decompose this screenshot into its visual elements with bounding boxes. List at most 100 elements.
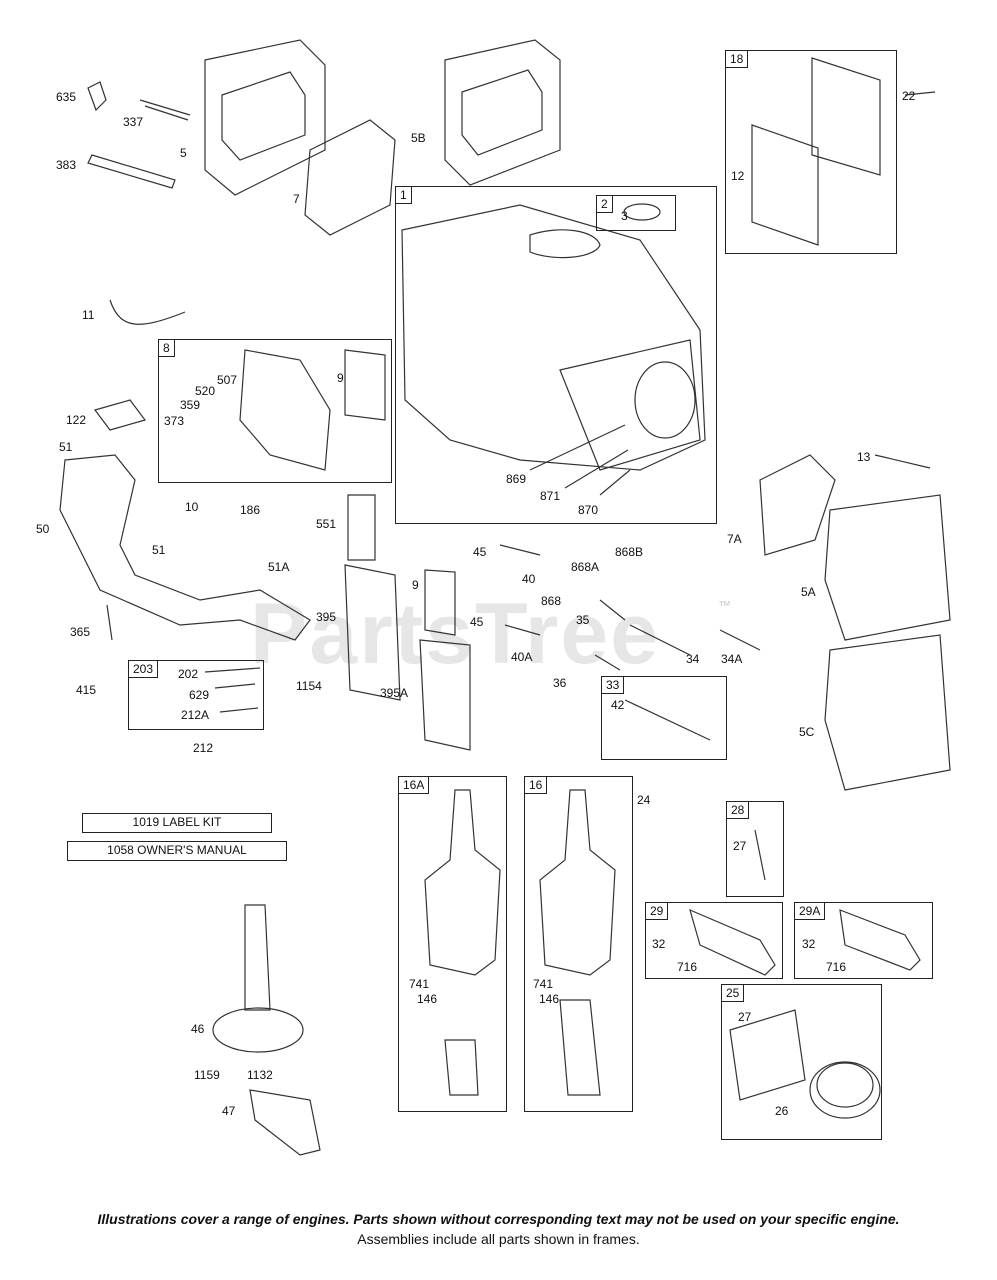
part-label-870: 870 <box>578 503 599 517</box>
part-label-12: 12 <box>731 169 745 183</box>
part-label-51-gasket: 51 <box>152 543 166 557</box>
breather-tube-drawing <box>109 299 186 325</box>
frame-16-tag: 16 <box>524 776 548 794</box>
frame-29a: 29A <box>794 902 933 979</box>
part-label-716: 716 <box>677 960 698 974</box>
frame-25: 25 <box>721 984 882 1140</box>
cylinder-head-5a-drawing <box>824 494 951 641</box>
frame-203-tag: 203 <box>128 660 159 678</box>
part-label-507: 507 <box>217 373 238 387</box>
cylinder-head-5c-drawing <box>824 634 951 791</box>
frame-16: 16 <box>524 776 633 1112</box>
intake-manifold-drawing <box>59 454 311 641</box>
label-kit-box: 1019 LABEL KIT <box>82 813 272 833</box>
part-label-9-gasket: 9 <box>412 578 419 592</box>
part-label-716-29a: 716 <box>826 960 847 974</box>
part-label-27-piston: 27 <box>738 1010 752 1024</box>
part-label-9: 9 <box>337 371 344 385</box>
gasket-7a-drawing <box>759 454 836 556</box>
part-label-383: 383 <box>56 158 77 172</box>
connecting-rod-29a-drawing <box>839 909 921 971</box>
frame-28: 28 <box>726 801 784 897</box>
part-label-34a: 34A <box>721 652 743 666</box>
cylinder-head-drawing <box>204 39 326 196</box>
frame-16a: 16A <box>398 776 507 1112</box>
crankshaft-16a-drawing <box>424 789 501 976</box>
frame-203: 203 <box>128 660 264 730</box>
part-label-34: 34 <box>686 652 700 666</box>
part-label-35: 35 <box>576 613 590 627</box>
part-label-3: 3 <box>621 209 628 223</box>
frame-29: 29 <box>645 902 783 979</box>
part-label-359: 359 <box>180 398 201 412</box>
part-label-26: 26 <box>775 1104 789 1118</box>
part-label-47: 47 <box>222 1104 236 1118</box>
valve-drawing <box>499 544 541 636</box>
cylinder-head-5b-drawing <box>444 39 561 186</box>
breather-gasket-drawing <box>811 57 881 176</box>
part-label-22: 22 <box>902 89 916 103</box>
part-label-629: 629 <box>189 688 210 702</box>
frame-18: 18 <box>725 50 897 254</box>
part-label-5c: 5C <box>799 725 815 739</box>
frame-16a-tag: 16A <box>398 776 430 794</box>
frame-8: 8 <box>158 339 392 483</box>
frame-25-tag: 25 <box>721 984 745 1002</box>
part-label-868: 868 <box>541 594 562 608</box>
part-label-5: 5 <box>180 146 187 160</box>
part-label-13: 13 <box>857 450 871 464</box>
connecting-rod-drawing <box>689 908 776 976</box>
frame-1-tag: 1 <box>395 186 412 204</box>
part-label-40: 40 <box>522 572 536 586</box>
crankshaft-16-drawing <box>539 789 616 976</box>
part-label-146-16a: 146 <box>417 992 438 1006</box>
part-label-415: 415 <box>76 683 97 697</box>
part-label-365: 365 <box>70 625 91 639</box>
part-label-395a: 395A <box>380 686 409 700</box>
part-label-551: 551 <box>316 517 337 531</box>
part-label-10: 10 <box>185 500 199 514</box>
watermark-trademark: ™ <box>718 598 731 613</box>
footer-assemblies-note: Assemblies include all parts shown in fr… <box>357 1231 640 1247</box>
footer-disclaimer: Illustrations cover a range of engines. … <box>97 1211 900 1227</box>
part-label-11: 11 <box>82 308 95 322</box>
frame-29a-tag: 29A <box>794 902 826 920</box>
breather-assembly-drawing <box>239 349 331 471</box>
part-label-373: 373 <box>164 414 185 428</box>
part-label-45: 45 <box>473 545 487 559</box>
part-label-51a: 51A <box>268 560 290 574</box>
frame-2-tag: 2 <box>596 195 613 213</box>
part-label-46: 46 <box>191 1022 205 1036</box>
engine-block-drawing <box>401 204 706 471</box>
part-label-1154: 1154 <box>296 679 322 693</box>
part-label-50: 50 <box>36 522 50 536</box>
part-label-871: 871 <box>540 489 561 503</box>
part-label-40a: 40A <box>511 650 533 664</box>
part-label-36: 36 <box>553 676 567 690</box>
part-label-202: 202 <box>178 667 199 681</box>
frame-33: 33 <box>601 676 727 760</box>
part-label-146-16: 146 <box>539 992 560 1006</box>
frame-18-tag: 18 <box>725 50 749 68</box>
part-label-869: 869 <box>506 472 527 486</box>
camshaft-drawing <box>244 904 271 1011</box>
part-label-1132: 1132 <box>247 1068 273 1082</box>
watermark: PartsTree <box>250 586 661 682</box>
part-label-32: 32 <box>652 937 666 951</box>
part-label-7: 7 <box>293 192 300 206</box>
frame-8-tag: 8 <box>158 339 175 357</box>
part-label-5a: 5A <box>801 585 816 599</box>
part-label-395: 395 <box>316 610 337 624</box>
part-label-5b: 5B <box>411 131 426 145</box>
part-label-868a: 868A <box>571 560 600 574</box>
part-label-51: 51 <box>59 440 73 454</box>
part-label-1159: 1159 <box>194 1068 220 1082</box>
frame-28-tag: 28 <box>726 801 750 819</box>
frame-1: 1 <box>395 186 717 524</box>
part-label-635: 635 <box>56 90 77 104</box>
head-gasket-drawing <box>304 119 396 236</box>
part-label-27-rod: 27 <box>733 839 747 853</box>
part-label-868b: 868B <box>615 545 644 559</box>
part-label-212: 212 <box>193 741 214 755</box>
